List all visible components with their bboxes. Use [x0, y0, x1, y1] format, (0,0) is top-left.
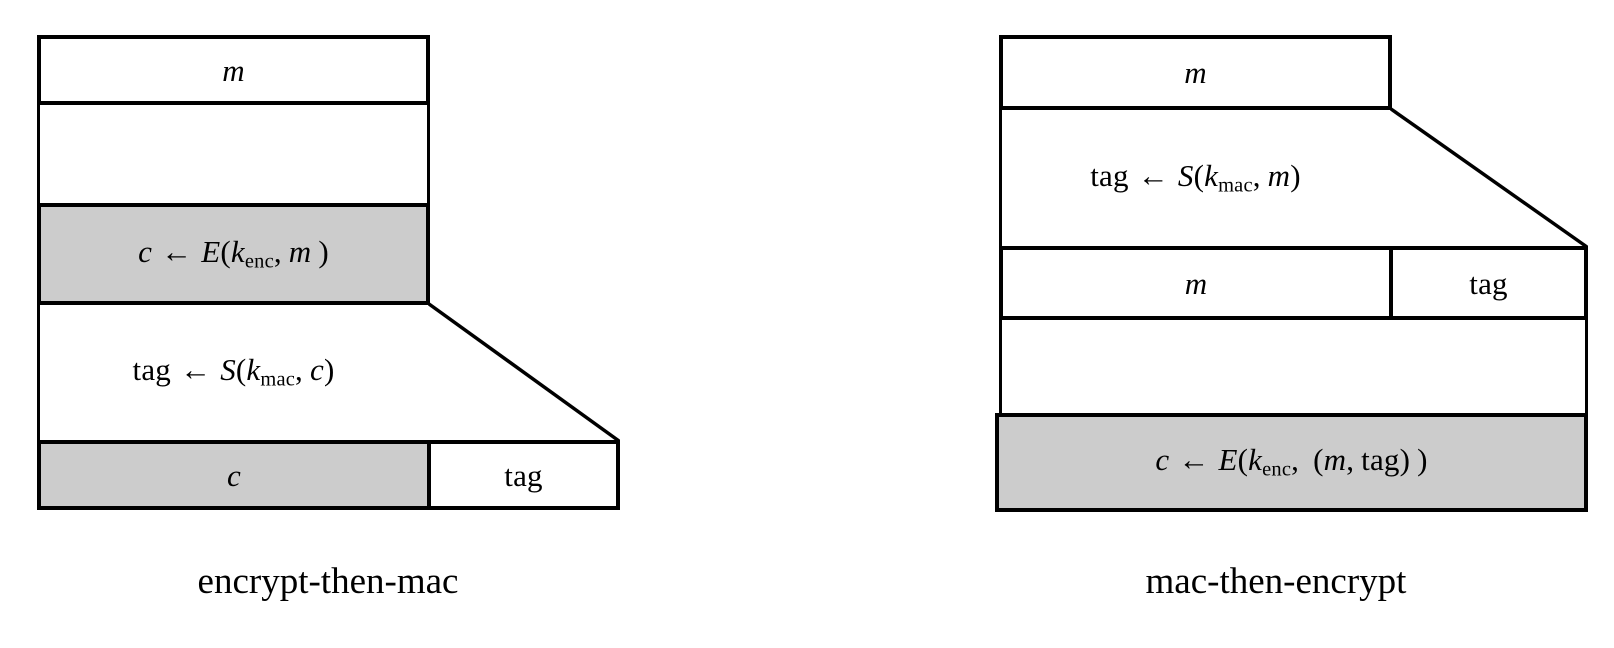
left-output-tag-cell: tag	[427, 440, 620, 510]
left-output-ciphertext-cell: c	[37, 440, 431, 510]
left-caption-text: encrypt-then-mac	[197, 561, 459, 602]
right-encrypt-formula: c←E(kenc,(m,tag))	[1155, 442, 1428, 482]
left-region1-left-rail	[37, 105, 40, 205]
left-output-ciphertext-label: c	[227, 457, 241, 493]
right-message-label: m	[1184, 55, 1207, 90]
left-message-box: m	[37, 35, 430, 105]
left-encrypt-formula: c←E(kenc,m)	[138, 233, 329, 273]
right-diagonal-connector	[1389, 107, 1589, 249]
right-mac-formula-region: tag←S(kmac,m)	[999, 110, 1392, 246]
right-caption-text: mac-then-encrypt	[1145, 561, 1407, 602]
right-middle-message-label: m	[1184, 265, 1208, 301]
left-encrypt-box: c←E(kenc,m)	[37, 203, 430, 305]
left-region2-left-rail	[37, 303, 40, 443]
right-encrypt-box: c←E(kenc,(m,tag))	[995, 413, 1588, 512]
left-output-tag-label: tag	[504, 457, 543, 493]
right-middle-tag-cell: tag	[1389, 246, 1588, 320]
left-mac-formula-region: tag←S(kmac,c)	[37, 305, 430, 440]
right-region2-left-rail	[999, 318, 1002, 415]
right-caption: mac-then-encrypt	[1016, 563, 1536, 600]
right-mac-formula: tag←S(kmac,m)	[1090, 157, 1301, 197]
left-message-label: m	[222, 52, 245, 88]
right-middle-message-cell: m	[999, 246, 1393, 320]
right-message-box: m	[999, 35, 1392, 110]
left-region1-right-rail	[427, 105, 430, 205]
right-region2-right-rail	[1585, 318, 1588, 415]
right-middle-tag-label: tag	[1469, 265, 1508, 301]
left-diagonal-connector	[427, 302, 621, 443]
left-caption: encrypt-then-mac	[78, 563, 578, 600]
right-region1-left-rail	[999, 108, 1002, 248]
left-mac-formula: tag←S(kmac,c)	[132, 352, 335, 392]
